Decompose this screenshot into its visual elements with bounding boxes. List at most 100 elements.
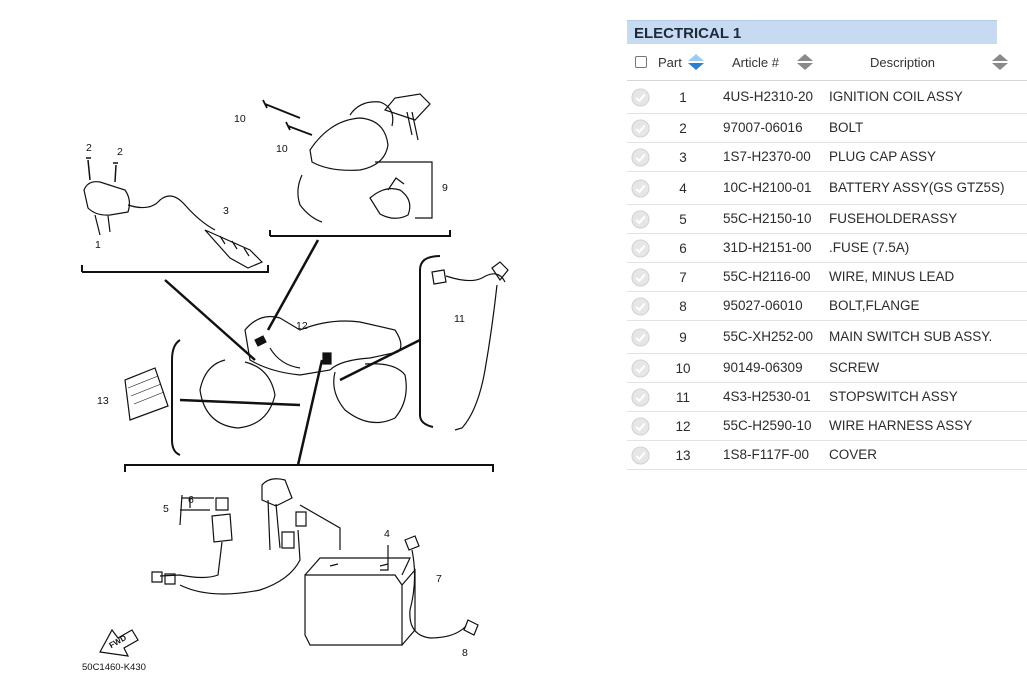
row-select-cell [627, 113, 657, 143]
row-select-cell [627, 382, 657, 412]
check-circle-icon[interactable] [631, 147, 650, 167]
article-number: 95027-06010 [722, 291, 829, 321]
part-description: PLUG CAP ASSY [829, 142, 1027, 172]
article-number: 97007-06016 [722, 113, 829, 143]
article-number: 4US-H2310-20 [722, 80, 829, 114]
select-all-cell [627, 44, 657, 81]
callout-13: 13 [97, 395, 109, 407]
check-circle-icon[interactable] [631, 296, 650, 316]
check-circle-icon[interactable] [631, 209, 650, 229]
part-number: 5 [657, 204, 722, 234]
part-number: 3 [657, 142, 722, 172]
header-part[interactable]: Part [657, 44, 722, 81]
part-description: BOLT,FLANGE [829, 291, 1027, 321]
parts-panel: ELECTRICAL 1 Part Article # [627, 20, 1027, 470]
article-number: 31D-H2151-00 [722, 233, 829, 263]
part-description: STOPSWITCH ASSY [829, 382, 1027, 412]
check-circle-icon[interactable] [631, 118, 650, 138]
callout-6: 6 [188, 494, 194, 506]
sort-icon[interactable] [991, 53, 1009, 71]
part-description: FUSEHOLDERASSY [829, 204, 1027, 234]
callout-7: 7 [436, 573, 442, 585]
callout-4: 4 [384, 528, 390, 540]
check-circle-icon[interactable] [631, 238, 650, 258]
callout-11: 11 [454, 313, 465, 325]
sort-icon[interactable] [796, 53, 814, 71]
row-select-cell [627, 411, 657, 441]
check-circle-icon[interactable] [631, 358, 650, 378]
check-circle-icon[interactable] [631, 327, 650, 347]
part-description: IGNITION COIL ASSY [829, 80, 1027, 114]
callout-8: 8 [462, 647, 468, 659]
row-select-cell [627, 233, 657, 263]
table-title: ELECTRICAL 1 [627, 20, 997, 44]
header-description-label: Description [870, 54, 936, 70]
part-description: SCREW [829, 353, 1027, 383]
article-number: 4S3-H2530-01 [722, 382, 829, 412]
callout-9: 9 [442, 182, 448, 194]
article-number: 55C-H2590-10 [722, 411, 829, 441]
part-number: 8 [657, 291, 722, 321]
callout-2a: 2 [86, 142, 92, 154]
callout-5: 5 [163, 503, 169, 515]
check-circle-icon[interactable] [631, 178, 650, 198]
header-article[interactable]: Article # [722, 44, 829, 81]
part-description: COVER [829, 440, 1027, 470]
article-number: 10C-H2100-01 [722, 171, 829, 205]
sort-active-icon[interactable] [687, 53, 705, 71]
table-header-row: Part Article # [627, 44, 1027, 81]
article-number: 90149-06309 [722, 353, 829, 383]
article-number: 1S7-H2370-00 [722, 142, 829, 172]
header-article-label: Article # [732, 54, 779, 70]
part-description: BOLT [829, 113, 1027, 143]
part-description: WIRE, MINUS LEAD [829, 262, 1027, 292]
row-select-cell [627, 171, 657, 205]
callout-1: 1 [95, 239, 101, 251]
parts-table: Part Article # [627, 44, 1027, 470]
row-select-cell [627, 353, 657, 383]
part-number: 12 [657, 411, 722, 441]
row-select-cell [627, 320, 657, 354]
header-part-label: Part [658, 54, 682, 70]
check-circle-icon[interactable] [631, 445, 650, 465]
callout-2b: 2 [117, 146, 123, 158]
select-all-checkbox[interactable] [635, 56, 647, 68]
callout-3: 3 [223, 205, 229, 217]
row-select-cell [627, 440, 657, 470]
part-description: BATTERY ASSY(GS GTZ5S) [829, 171, 1027, 205]
parts-diagram: 1 2 2 3 4 5 6 7 8 9 10 10 11 12 13 FWD 5… [81, 93, 509, 673]
check-circle-icon[interactable] [631, 267, 650, 287]
part-number: 7 [657, 262, 722, 292]
article-number: 55C-H2116-00 [722, 262, 829, 292]
check-circle-icon[interactable] [631, 87, 650, 107]
part-description: MAIN SWITCH SUB ASSY. [829, 320, 1027, 354]
callout-10b: 10 [276, 143, 288, 155]
part-number: 11 [657, 382, 722, 412]
check-circle-icon[interactable] [631, 416, 650, 436]
row-select-cell [627, 80, 657, 114]
part-number: 2 [657, 113, 722, 143]
part-number: 6 [657, 233, 722, 263]
header-description[interactable]: Description [829, 44, 1027, 81]
part-number: 10 [657, 353, 722, 383]
callout-10a: 10 [234, 113, 246, 125]
drawing-code: 50C1460-K430 [82, 662, 146, 673]
article-number: 1S8-F117F-00 [722, 440, 829, 470]
part-number: 13 [657, 440, 722, 470]
row-select-cell [627, 204, 657, 234]
part-number: 4 [657, 171, 722, 205]
check-circle-icon[interactable] [631, 387, 650, 407]
